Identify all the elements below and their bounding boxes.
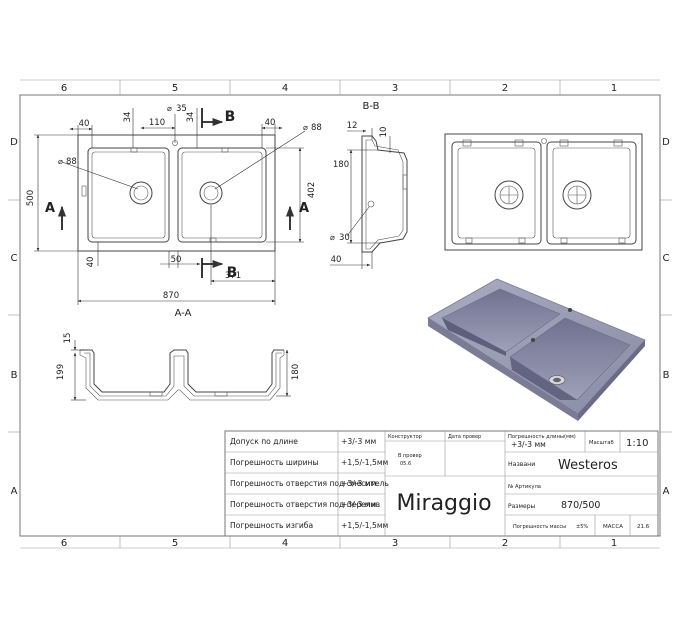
plan-view	[77, 134, 276, 252]
plan-view-detail	[444, 133, 643, 251]
svg-text:12: 12	[347, 121, 358, 131]
row-label-c: C	[663, 253, 670, 264]
col-label-4: 4	[282, 83, 288, 94]
tolerance-value-bend: +1,5/-1,5мм	[341, 521, 389, 530]
side-dimensions: 12 10 180 ⌀ 30 40	[330, 121, 391, 269]
row-label-d: D	[10, 137, 18, 148]
section-label-aa: A-A	[175, 308, 192, 319]
row-labels: D C B A D C B A	[10, 137, 670, 497]
svg-text:⌀: ⌀	[330, 233, 335, 242]
size-label: Размеры	[508, 503, 536, 510]
svg-text:⌀: ⌀	[167, 104, 172, 113]
svg-text:402: 402	[307, 182, 317, 198]
column-labels-bottom: 6 5 4 3 2 1	[61, 538, 617, 549]
tolerance-label-bend: Погрешность изгиба	[230, 521, 313, 530]
svg-text:34: 34	[186, 112, 196, 123]
svg-text:88: 88	[66, 157, 77, 167]
tolerance-value-mixer-hole: +3/-3 мм	[341, 479, 376, 488]
marker-b-bottom: B	[227, 265, 238, 281]
name-value: Westeros	[558, 458, 618, 473]
col-label-2: 2	[502, 83, 508, 94]
svg-text:40: 40	[331, 255, 342, 265]
side-section-bb	[361, 135, 408, 253]
approval-block: Конструктор Дата провер В провер 05.6	[388, 434, 481, 467]
title-block	[224, 430, 659, 537]
svg-text:30: 30	[339, 233, 350, 243]
col-label-1: 1	[611, 83, 617, 94]
size-value: 870/500	[561, 500, 600, 511]
length-tol-label: Погрешность длины(мм)	[508, 434, 576, 440]
col-label-3: 3	[392, 538, 398, 549]
svg-text:10: 10	[379, 127, 389, 138]
scale-label: Масштаб	[589, 440, 614, 446]
svg-text:⌀: ⌀	[58, 157, 63, 166]
svg-text:40: 40	[265, 118, 276, 128]
svg-text:371: 371	[225, 271, 241, 281]
tolerance-label-length: Допуск по длине	[230, 437, 298, 446]
scale-value: 1:10	[626, 438, 648, 449]
section-view-aa	[79, 349, 285, 401]
brand-logo: Miraggio	[396, 491, 491, 516]
mass-tol-value: ±5%	[576, 524, 588, 530]
length-tol-value: +3/-3 мм	[511, 440, 546, 449]
check-date-label: Дата провер	[448, 434, 481, 440]
col-label-2: 2	[502, 538, 508, 549]
tolerance-value-length: +3/-3 мм	[341, 437, 376, 446]
mass-tol-label: Погрешность массы	[513, 524, 566, 530]
col-label-1: 1	[611, 538, 617, 549]
col-label-5: 5	[172, 83, 178, 94]
svg-text:870: 870	[163, 291, 179, 301]
col-label-6: 6	[61, 83, 67, 94]
section-dimensions: 15 199 180	[56, 333, 301, 401]
row-label-c: C	[11, 253, 18, 264]
drain-left	[129, 181, 153, 205]
mass-label: МАССА	[603, 524, 623, 530]
svg-text:40: 40	[79, 119, 90, 129]
column-labels-top: 6 5 4 3 2 1	[61, 83, 617, 94]
tolerance-label-overflow-hole: Погрешность отверстия под перелив	[230, 500, 381, 509]
product-info: Погрешность длины(мм) +3/-3 мм Масштаб 1…	[508, 434, 650, 530]
marker-a-left: A	[45, 201, 55, 216]
article-label: № Артикула	[508, 484, 541, 490]
row-label-b: B	[11, 370, 18, 381]
svg-text:15: 15	[63, 333, 73, 344]
col-label-4: 4	[282, 538, 288, 549]
row-label-d: D	[662, 137, 670, 148]
svg-text:34: 34	[123, 112, 133, 123]
plan-dimensions: 40 110 34 35 ⌀ 34 40 ⌀ 88 ⌀ 88 500 40	[26, 104, 322, 305]
svg-text:180: 180	[291, 364, 301, 380]
svg-text:40: 40	[86, 257, 96, 268]
col-label-6: 6	[61, 538, 67, 549]
tolerance-value-width: +1,5/-1,5мм	[341, 458, 389, 467]
marker-b-top: B	[225, 109, 236, 125]
check-value: 05.6	[400, 461, 411, 467]
name-label: Названи	[508, 461, 535, 468]
mass-value: 21.6	[637, 524, 650, 530]
marker-a-right: A	[299, 201, 309, 216]
svg-text:50: 50	[171, 255, 182, 265]
designer-label: Конструктор	[388, 434, 422, 440]
svg-text:199: 199	[56, 364, 66, 380]
tolerance-label-mixer-hole: Погрешность отверстия под смеситель	[230, 479, 389, 488]
svg-text:⌀: ⌀	[303, 123, 308, 132]
tolerance-value-overflow-hole: +3/-3 мм	[341, 500, 376, 509]
row-label-a: A	[11, 486, 18, 497]
svg-text:110: 110	[149, 118, 165, 128]
svg-text:88: 88	[311, 123, 322, 133]
svg-text:180: 180	[333, 160, 349, 170]
drain-right	[199, 181, 223, 205]
section-label-bb: B-B	[363, 101, 380, 112]
svg-text:500: 500	[26, 190, 36, 206]
section-markers: B B A A A-A B-B	[45, 101, 380, 319]
svg-text:35: 35	[176, 104, 187, 114]
col-label-3: 3	[392, 83, 398, 94]
tolerance-table: Допуск по длине +3/-3 мм Погрешность шир…	[230, 437, 389, 530]
row-label-a: A	[663, 486, 670, 497]
col-label-5: 5	[172, 538, 178, 549]
check-label: В провер	[398, 453, 422, 459]
tolerance-label-width: Погрешность ширины	[230, 458, 319, 467]
sink-3d-render	[427, 278, 646, 421]
row-label-b: B	[663, 370, 670, 381]
